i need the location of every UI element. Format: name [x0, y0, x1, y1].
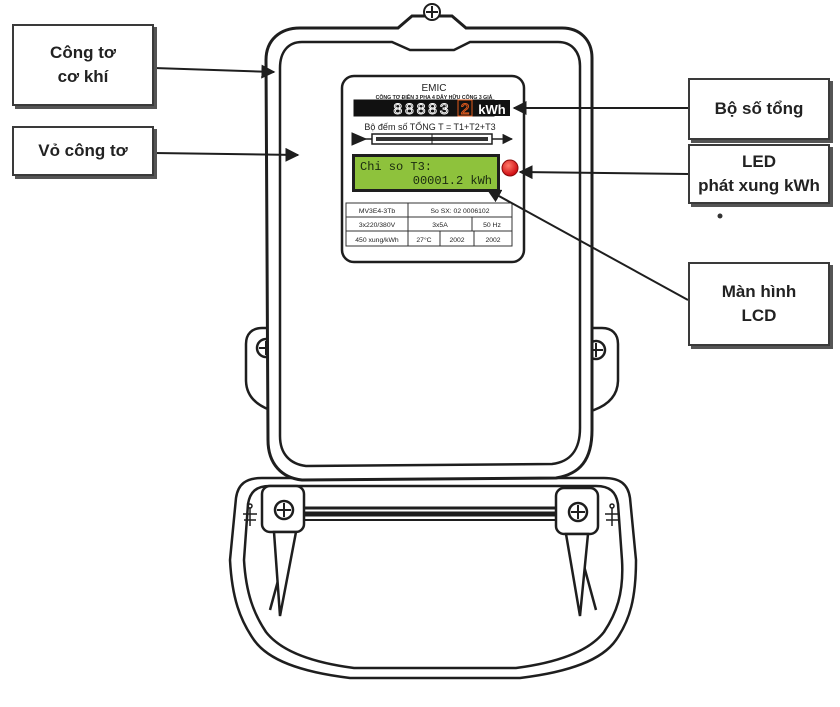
nameplate-model: MV3E4-3Tb: [359, 208, 395, 215]
nameplate-temperature: 27°C: [416, 236, 431, 244]
nameplate-table: [345, 202, 513, 247]
register-digits: 88883: [393, 101, 451, 119]
callout-meter-casing-line-1: Vỏ công tơ: [38, 141, 128, 160]
top-seal-screw: [423, 3, 441, 21]
callout-mechanical-meter-line-2: cơ khí: [57, 67, 109, 86]
meter-subtitle: CÔNG TƠ ĐIỆN 3 PHA 4 DÂY HỮU CÔNG 3 GIÁ: [376, 93, 493, 101]
register-last-digit: 2: [460, 101, 470, 119]
callout-pulse-led-line-1: LED: [742, 152, 776, 171]
arrow-meter-casing: [153, 147, 300, 162]
lcd-screen: [352, 154, 500, 192]
pulse-led: [501, 159, 519, 177]
callout-total-register: Bộ số tổng: [688, 78, 830, 140]
register-unit: kWh: [478, 102, 506, 117]
disc-window: [351, 132, 514, 146]
arrow-pulse-led: [518, 165, 689, 180]
callout-meter-casing: Vỏ công tơ: [12, 126, 154, 176]
leader-lines: [153, 64, 689, 301]
nameplate-voltage: 3x220/380V: [359, 222, 396, 229]
nameplate-pulse-rate: 450 xung/kWh: [355, 237, 399, 244]
callout-pulse-led: LED phát xung kWh: [688, 144, 830, 204]
callout-mechanical-meter: Công tơ cơ khí: [12, 24, 154, 106]
terminal-bar: [290, 506, 572, 521]
arrow-lcd-screen: [486, 189, 689, 301]
left-terminal-mount: [260, 484, 306, 617]
nameplate-year-1: 2002: [449, 237, 464, 244]
ink-speck: [717, 213, 723, 219]
brand-label: EMIC: [422, 83, 447, 94]
total-register: [353, 99, 510, 117]
nameplate-current: 3x5A: [432, 222, 448, 229]
lcd-line-1: Chi so T3:: [360, 160, 432, 174]
callout-mechanical-meter-line-1: Công tơ: [50, 43, 116, 62]
callout-lcd-screen-line-2: LCD: [741, 306, 777, 325]
callout-pulse-led-line-2: phát xung kWh: [698, 176, 820, 195]
callout-lcd-screen-line-1: Màn hình: [721, 282, 797, 301]
callout-lcd-screen: Màn hình LCD: [688, 262, 830, 346]
nameplate-year-2: 2002: [485, 237, 500, 244]
lcd-line-2: 00001.2 kWh: [413, 174, 492, 188]
left-terminal-symbol: [243, 503, 257, 526]
arrow-mechanical-meter: [153, 64, 276, 79]
right-terminal-mount: [554, 486, 600, 617]
nameplate-frequency: 50 Hz: [483, 222, 501, 229]
callout-total-register-line-1: Bộ số tổng: [714, 99, 804, 118]
nameplate-serial: So SX: 02 0006102: [431, 208, 490, 215]
counter-caption: Bộ đếm số TỔNG T = T1+T2+T3: [364, 121, 495, 132]
right-terminal-symbol: [605, 503, 619, 526]
